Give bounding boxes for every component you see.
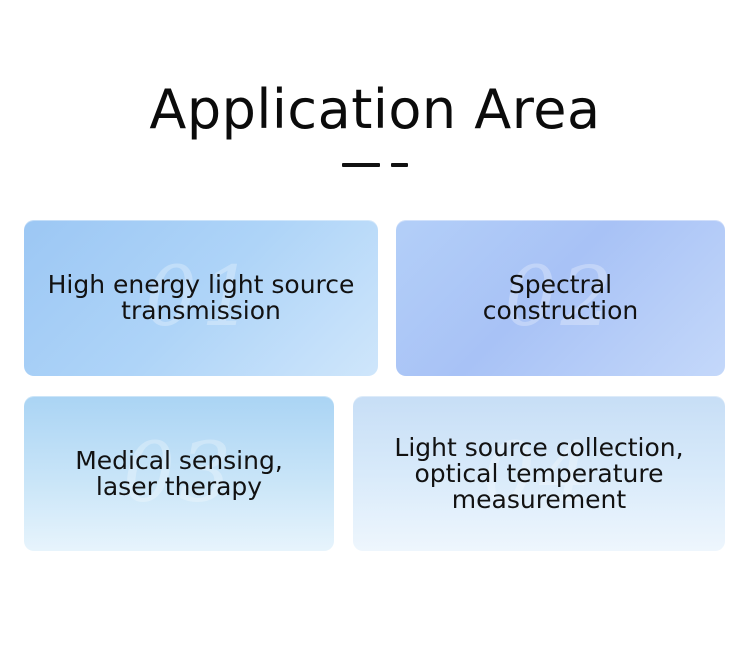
card-label: High energy light source transmission	[47, 270, 355, 325]
title-divider-long	[342, 163, 380, 167]
card-label: Light source collection, optical tempera…	[394, 432, 684, 514]
application-card-1: 01 High energy light source transmission	[24, 220, 378, 376]
page-title: Application Area	[149, 78, 601, 141]
application-card-4: 04 Light source collection, optical temp…	[353, 396, 725, 551]
card-label: Medical sensing, laser therapy	[75, 445, 283, 501]
title-divider-short	[391, 163, 408, 167]
card-label: Spectral construction	[482, 270, 639, 325]
application-card-3: 03 Medical sensing, laser therapy	[24, 396, 334, 551]
application-card-2: 02 Spectral construction	[396, 220, 725, 376]
